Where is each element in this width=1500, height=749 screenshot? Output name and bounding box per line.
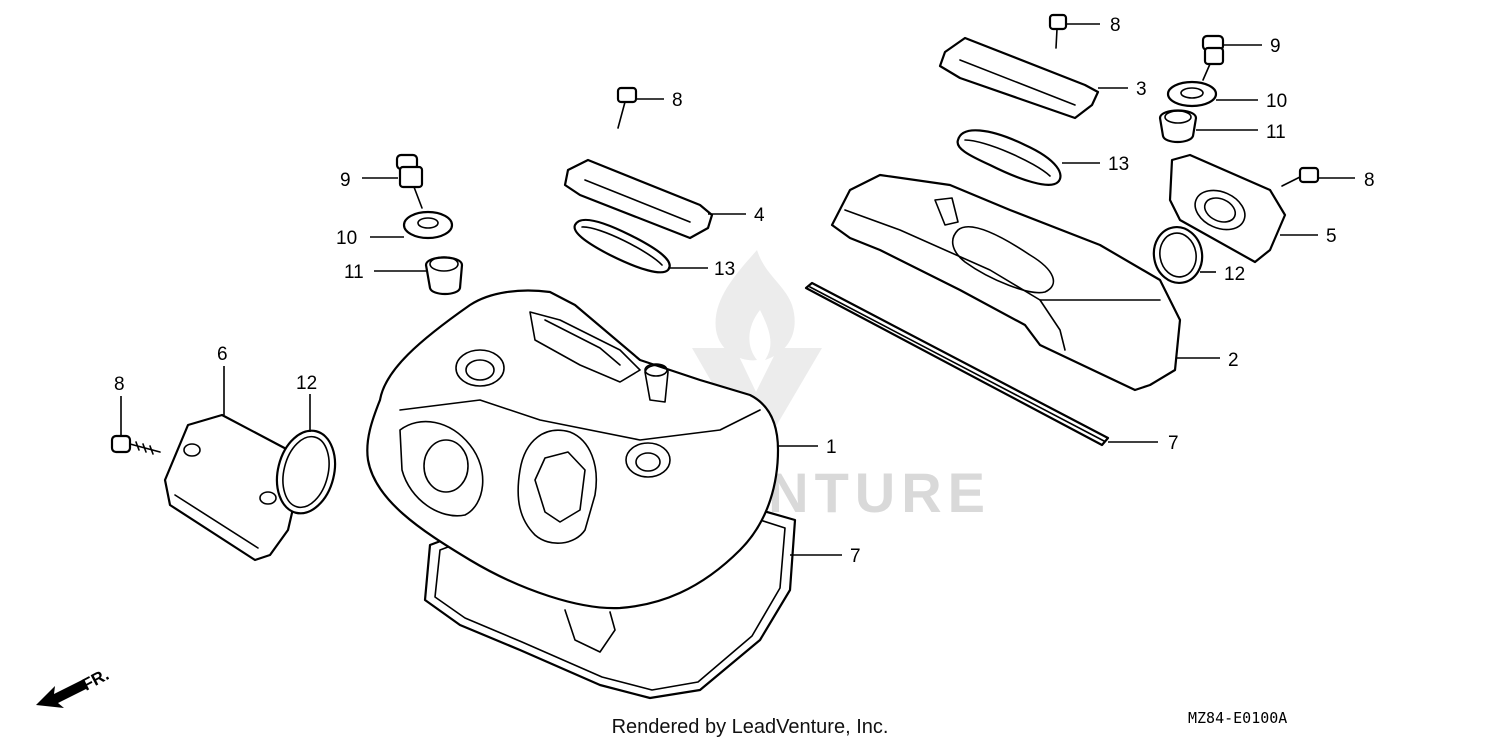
part-2-rear-cover (830, 173, 1182, 392)
direction-label: FR. (79, 665, 112, 695)
callout-11: 11 (344, 262, 364, 283)
part-9-bolt-front (395, 153, 424, 209)
callouts: 8 9 3 10 11 13 8 5 12 2 7 8 4 13 9 10 11… (114, 15, 1375, 567)
part-9-bolt-rear (1201, 34, 1225, 81)
leader-lines (120, 23, 1355, 556)
callout-8: 8 (114, 374, 125, 395)
part-8-bolt-right (1281, 166, 1320, 187)
diagram-code: MZ84-E0100A (1188, 709, 1288, 727)
callout-4: 4 (754, 205, 765, 226)
callout-7: 7 (850, 546, 861, 567)
callout-10: 10 (1266, 91, 1287, 112)
part-3-breather-plate-rear (938, 36, 1100, 120)
render-credit: Rendered by LeadVenture, Inc. (611, 716, 889, 738)
callout-6: 6 (217, 344, 228, 365)
part-4-breather-plate (563, 158, 714, 240)
part-8-bolt-left (110, 434, 161, 455)
callout-13: 13 (714, 259, 735, 280)
callout-9: 9 (1270, 36, 1281, 57)
watermark-flame-icon (715, 250, 795, 361)
part-1-front-cover (366, 289, 780, 610)
callout-12: 12 (296, 373, 317, 394)
part-11-grommet-front (424, 256, 464, 296)
callout-7: 7 (1168, 433, 1179, 454)
direction-arrow-icon (36, 679, 88, 708)
part-6-side-cover (163, 413, 304, 562)
part-11-grommet-rear (1158, 109, 1198, 144)
part-13-gasket-rear (956, 129, 1062, 186)
callout-9: 9 (340, 170, 351, 191)
callout-10: 10 (336, 228, 357, 249)
part-8-bolt-top-front (616, 86, 638, 129)
callout-2: 2 (1228, 350, 1239, 371)
callout-3: 3 (1136, 79, 1147, 100)
callout-12: 12 (1224, 264, 1245, 285)
callout-11: 11 (1266, 122, 1286, 143)
part-13-gasket-front (573, 218, 671, 274)
part-5-side-cover-rear (1168, 153, 1287, 264)
front-direction-indicator: FR. (36, 665, 112, 708)
callout-8: 8 (1110, 15, 1121, 36)
callout-13: 13 (1108, 154, 1129, 175)
watermark-v-icon (692, 348, 822, 440)
part-10-washer-front (402, 210, 454, 240)
part-10-washer-rear (1166, 80, 1218, 108)
part-12-front-oring (275, 429, 337, 515)
callout-1: 1 (826, 437, 837, 458)
callout-8: 8 (1364, 170, 1375, 191)
callout-5: 5 (1326, 226, 1337, 247)
part-8-bolt-top-rear (1048, 13, 1068, 49)
part-12-rear-oring (1152, 226, 1204, 284)
part-7-rear-gasket (804, 281, 1110, 447)
callout-8: 8 (672, 90, 683, 111)
